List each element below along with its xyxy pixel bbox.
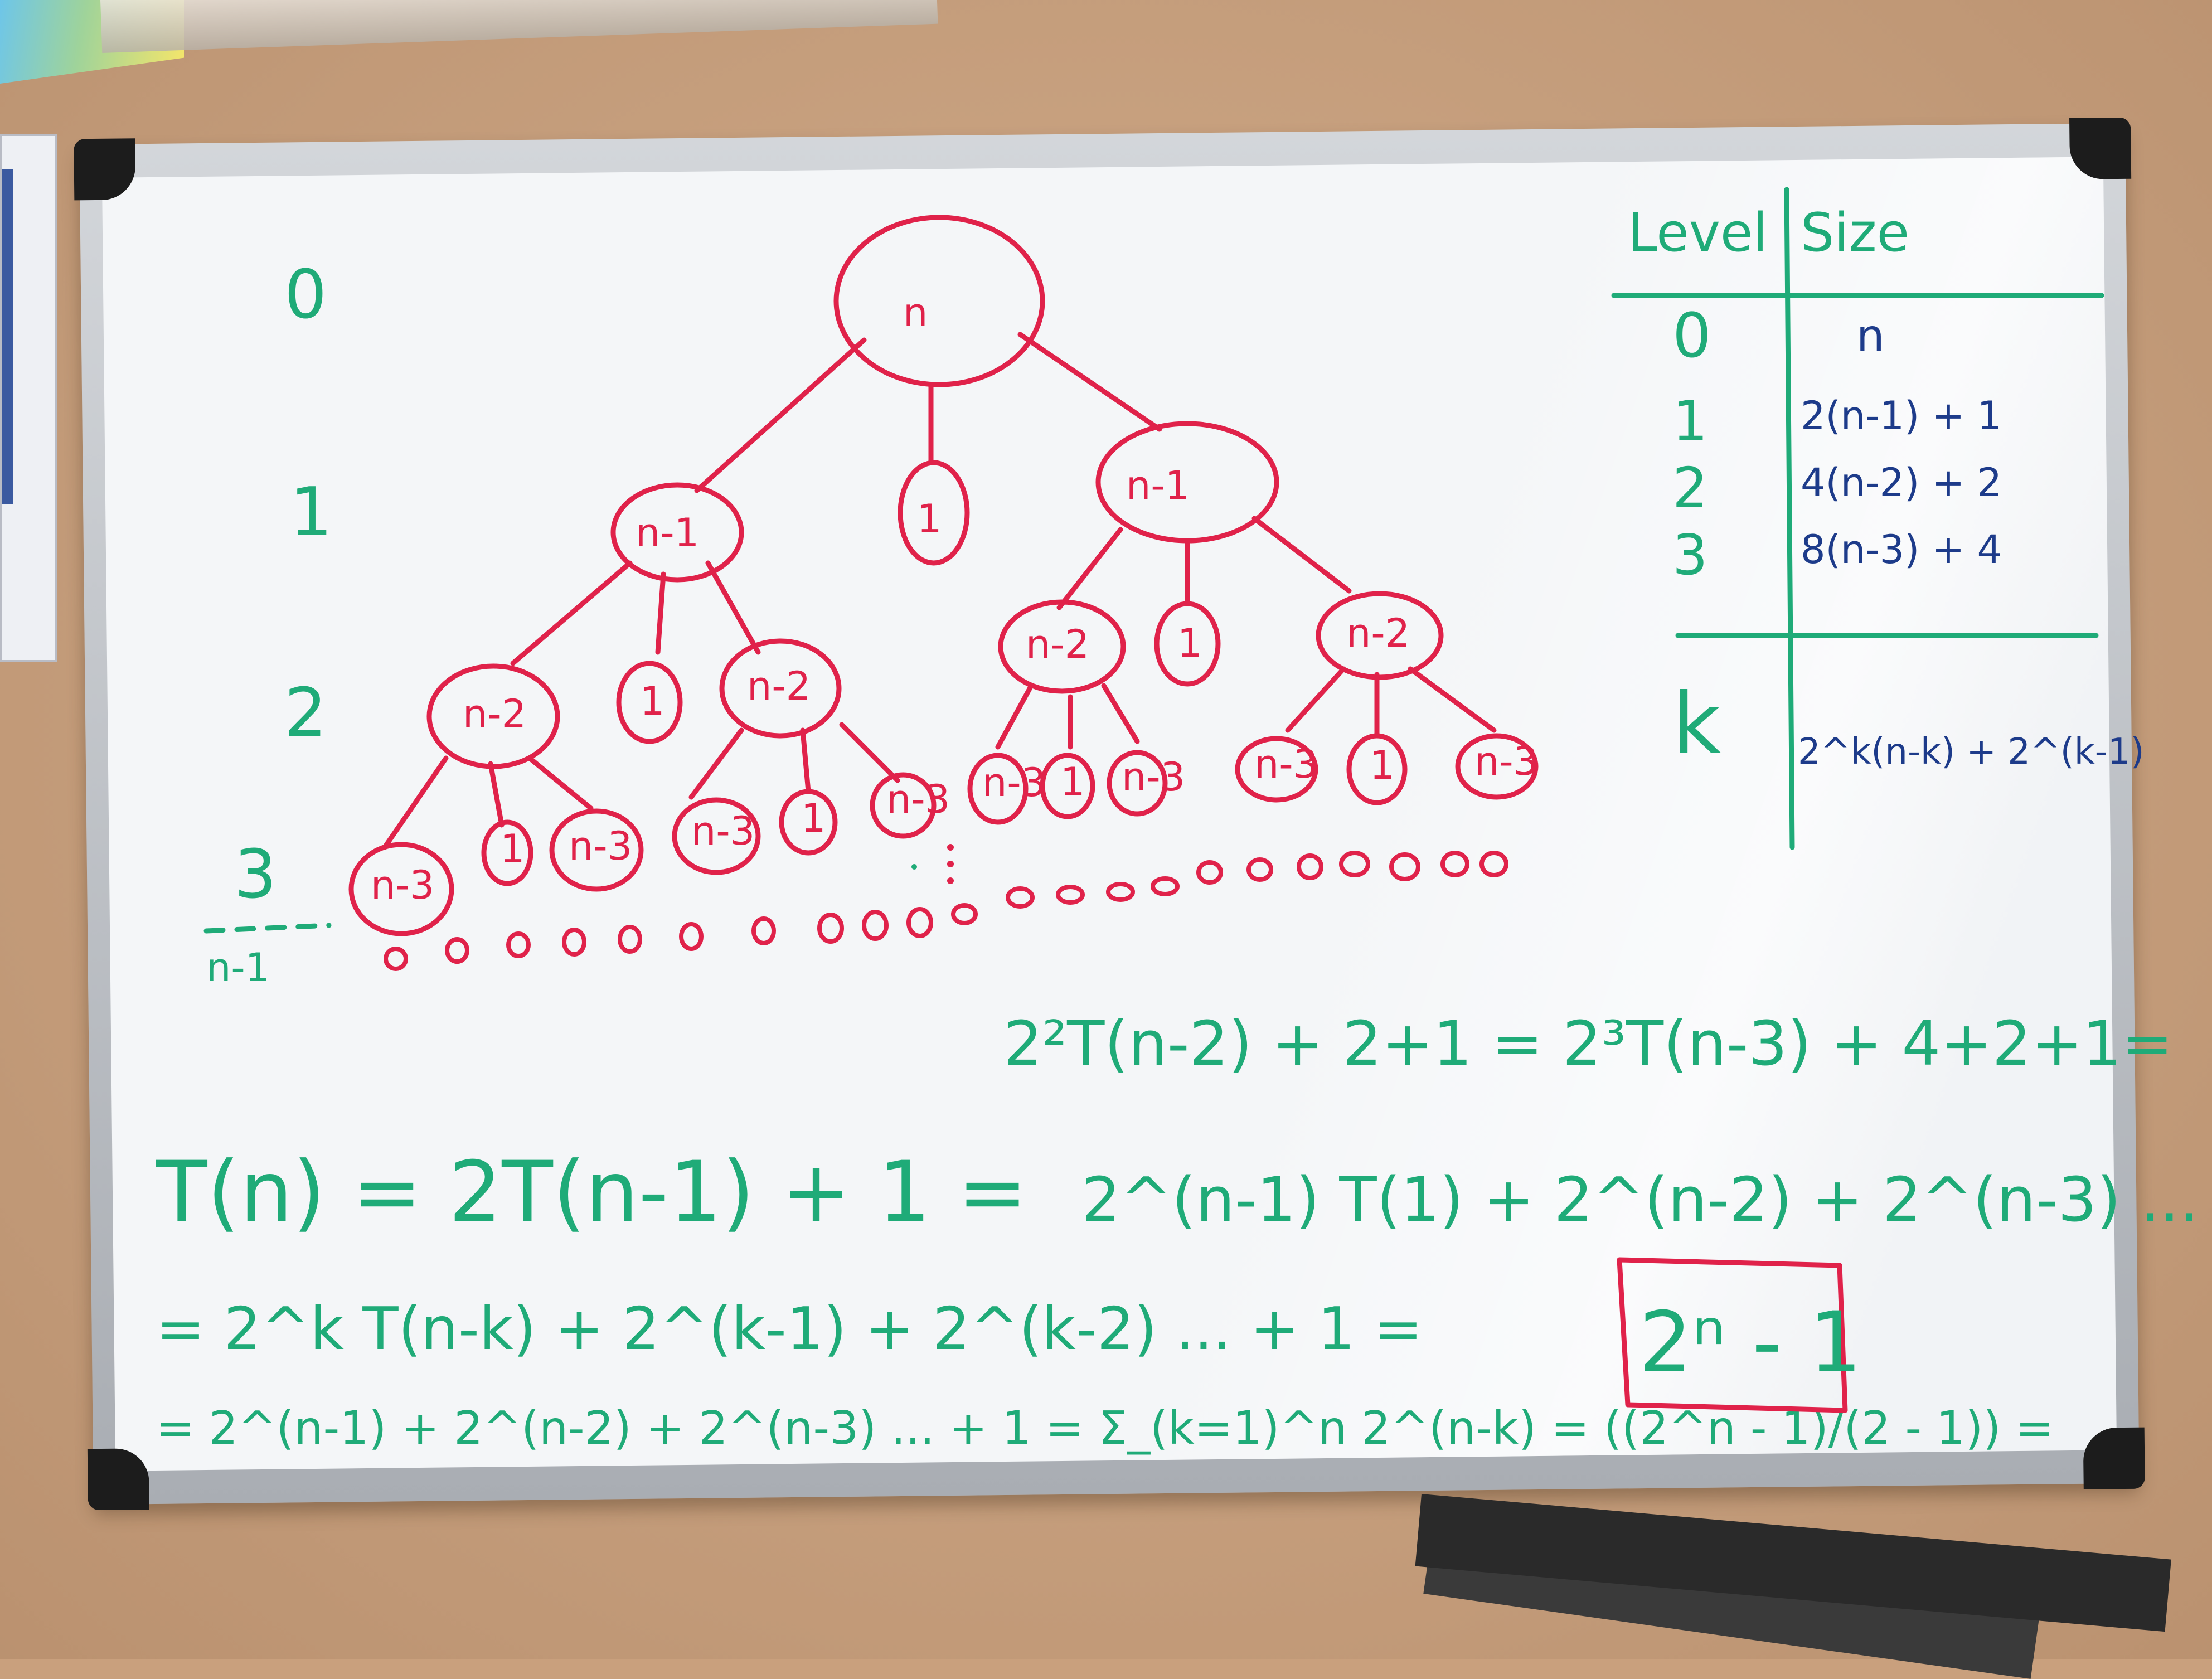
level-label: 1 <box>290 474 332 551</box>
result-box: 2ⁿ - 1 <box>1617 1257 1862 1413</box>
table-level-cell: 2 <box>1672 455 1708 521</box>
wall-sign <box>0 134 57 662</box>
svg-text:1: 1 <box>640 678 665 724</box>
svg-text:n-3: n-3 <box>886 777 950 822</box>
svg-text:n-2: n-2 <box>1026 622 1089 667</box>
table-level-cell: 3 <box>1672 522 1708 588</box>
svg-text:n-1: n-1 <box>636 510 699 556</box>
level-label: 2 <box>284 674 327 752</box>
tree-node: 1 <box>481 819 533 886</box>
tree-node: n-2 <box>719 638 842 739</box>
table-header-level: Level <box>1628 202 1768 264</box>
table-level-cell: 1 <box>1672 389 1708 454</box>
table-level-cell: k <box>1672 676 1721 773</box>
svg-text:n-2: n-2 <box>1346 610 1410 656</box>
tree-node: 1 <box>616 661 683 744</box>
svg-text:n-3: n-3 <box>371 862 434 908</box>
svg-text:n-1: n-1 <box>1126 463 1190 508</box>
level-size-table: Level Size 0 n 1 2(n-1) + 1 2 4(n-2) + 2… <box>1611 187 2145 850</box>
table-size-cell: 4(n-2) + 2 <box>1801 460 2002 506</box>
tree-node: 1 <box>898 460 970 566</box>
tree-node-root: n <box>833 215 1045 387</box>
table-size-cell: 2(n-1) + 1 <box>1801 393 2002 439</box>
svg-text:1: 1 <box>1177 620 1202 666</box>
tree-node: n-3 <box>967 753 1046 825</box>
svg-text:n-2: n-2 <box>747 663 811 709</box>
tree-node: 1 <box>779 789 838 856</box>
tree-node: n-3 <box>870 772 950 839</box>
tree-node: 1 <box>1154 601 1221 687</box>
svg-text:n-3: n-3 <box>691 808 755 854</box>
tree-node: n-1 <box>610 482 744 583</box>
equation-line: = 2^k T(n-k) + 2^(k-1) + 2^(k-2) ... + 1… <box>156 1295 1423 1363</box>
tree-node: n-3 <box>1107 750 1185 817</box>
svg-text:n-3: n-3 <box>1474 739 1538 784</box>
table-size-cell: n <box>1856 310 1885 362</box>
tree-node: n-3 <box>1455 733 1539 800</box>
tree-node: n-3 <box>549 808 644 892</box>
svg-text:1: 1 <box>500 826 525 872</box>
equation-line: T(n) = 2T(n-1) + 1 = <box>156 1144 1027 1241</box>
level-label: 3 <box>234 836 276 914</box>
tree-node: n-3 <box>1235 736 1318 803</box>
level-labels: 0 1 2 3 n-1 <box>203 256 332 991</box>
level-label: 0 <box>284 256 327 334</box>
level-label: n-1 <box>206 945 270 991</box>
sign-stripe <box>2 169 13 504</box>
tree-node: 1 <box>1040 753 1095 819</box>
tree-node: 1 <box>1346 733 1408 805</box>
tree-node: n-3 <box>672 797 761 875</box>
svg-text:n: n <box>903 290 928 336</box>
svg-text:n-3: n-3 <box>1254 741 1318 787</box>
level-divider <box>203 923 332 934</box>
tree-node: n-2 <box>998 599 1126 694</box>
leaf-nodes <box>384 851 1508 971</box>
recurrence-derivation: 2²T(n-2) + 2+1 = 2³T(n-3) + 4+2+1= T(n) … <box>156 1008 2212 1455</box>
svg-text:1: 1 <box>1370 743 1395 788</box>
tree-edges <box>382 332 1497 850</box>
tree-ellipsis <box>911 844 954 884</box>
table-header-size: Size <box>1801 202 1909 264</box>
svg-text:1: 1 <box>917 496 942 542</box>
svg-text:n-3: n-3 <box>569 823 632 869</box>
equation-line: = 2^(n-1) + 2^(n-2) + 2^(n-3) ... + 1 = … <box>156 1402 2054 1455</box>
table-size-cell: 8(n-3) + 4 <box>1801 527 2002 572</box>
tree-node: n-1 <box>1095 421 1279 544</box>
svg-text:n-3: n-3 <box>982 760 1046 805</box>
tree-node: n-3 <box>348 842 454 936</box>
svg-text:n-3: n-3 <box>1122 754 1185 800</box>
equation-line: 2^(n-1) T(1) + 2^(n-2) + 2^(n-3) ... + 1… <box>1081 1164 2212 1235</box>
table-size-cell: 2^k(n-k) + 2^(k-1) <box>1798 731 2145 773</box>
tree-node: n-2 <box>1316 591 1444 680</box>
svg-text:1: 1 <box>1060 759 1085 805</box>
equation-line: 2²T(n-2) + 2+1 = 2³T(n-3) + 4+2+1= <box>1003 1008 2173 1079</box>
svg-text:1: 1 <box>801 795 826 841</box>
tree-node: n-2 <box>426 663 560 769</box>
final-result: 2ⁿ - 1 <box>1639 1294 1862 1391</box>
table-level-cell: 0 <box>1672 300 1711 371</box>
svg-text:n-2: n-2 <box>463 691 526 737</box>
